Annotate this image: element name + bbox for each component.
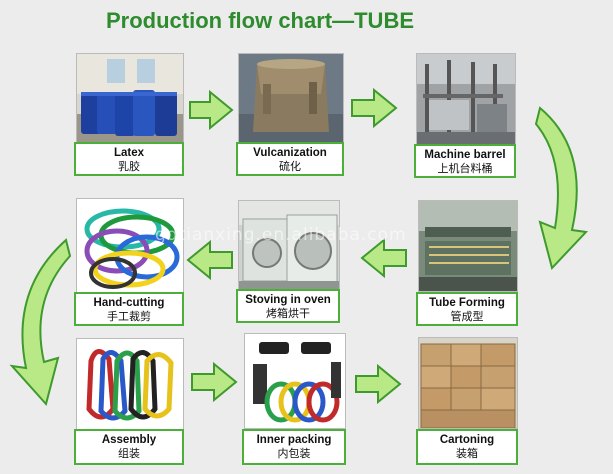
page-title: Production flow chart—TUBE — [106, 8, 414, 33]
arrow-right-2-icon — [351, 87, 398, 129]
cartoning-photo — [418, 337, 518, 429]
hand-cutting-photo — [76, 198, 184, 294]
stoving-oven-photo — [238, 200, 340, 290]
arrow-curve-right-icon — [534, 106, 589, 270]
arrow-left-2-icon — [186, 239, 233, 281]
arrow-curve-left-icon — [9, 238, 72, 407]
arrow-right-1-icon — [189, 89, 234, 131]
latex-photo — [76, 53, 184, 143]
arrow-right-3-icon — [191, 361, 238, 403]
tube-forming-photo — [418, 200, 518, 292]
vulcanization-photo — [238, 53, 344, 143]
arrow-right-4-icon — [355, 363, 402, 405]
watermark: gdtianxing.en.alibaba.com — [155, 225, 407, 245]
arrow-left-1-icon — [360, 237, 407, 279]
assembly-photo — [76, 338, 184, 430]
machine-barrel-photo — [416, 53, 516, 145]
inner-packing-photo — [244, 333, 346, 429]
